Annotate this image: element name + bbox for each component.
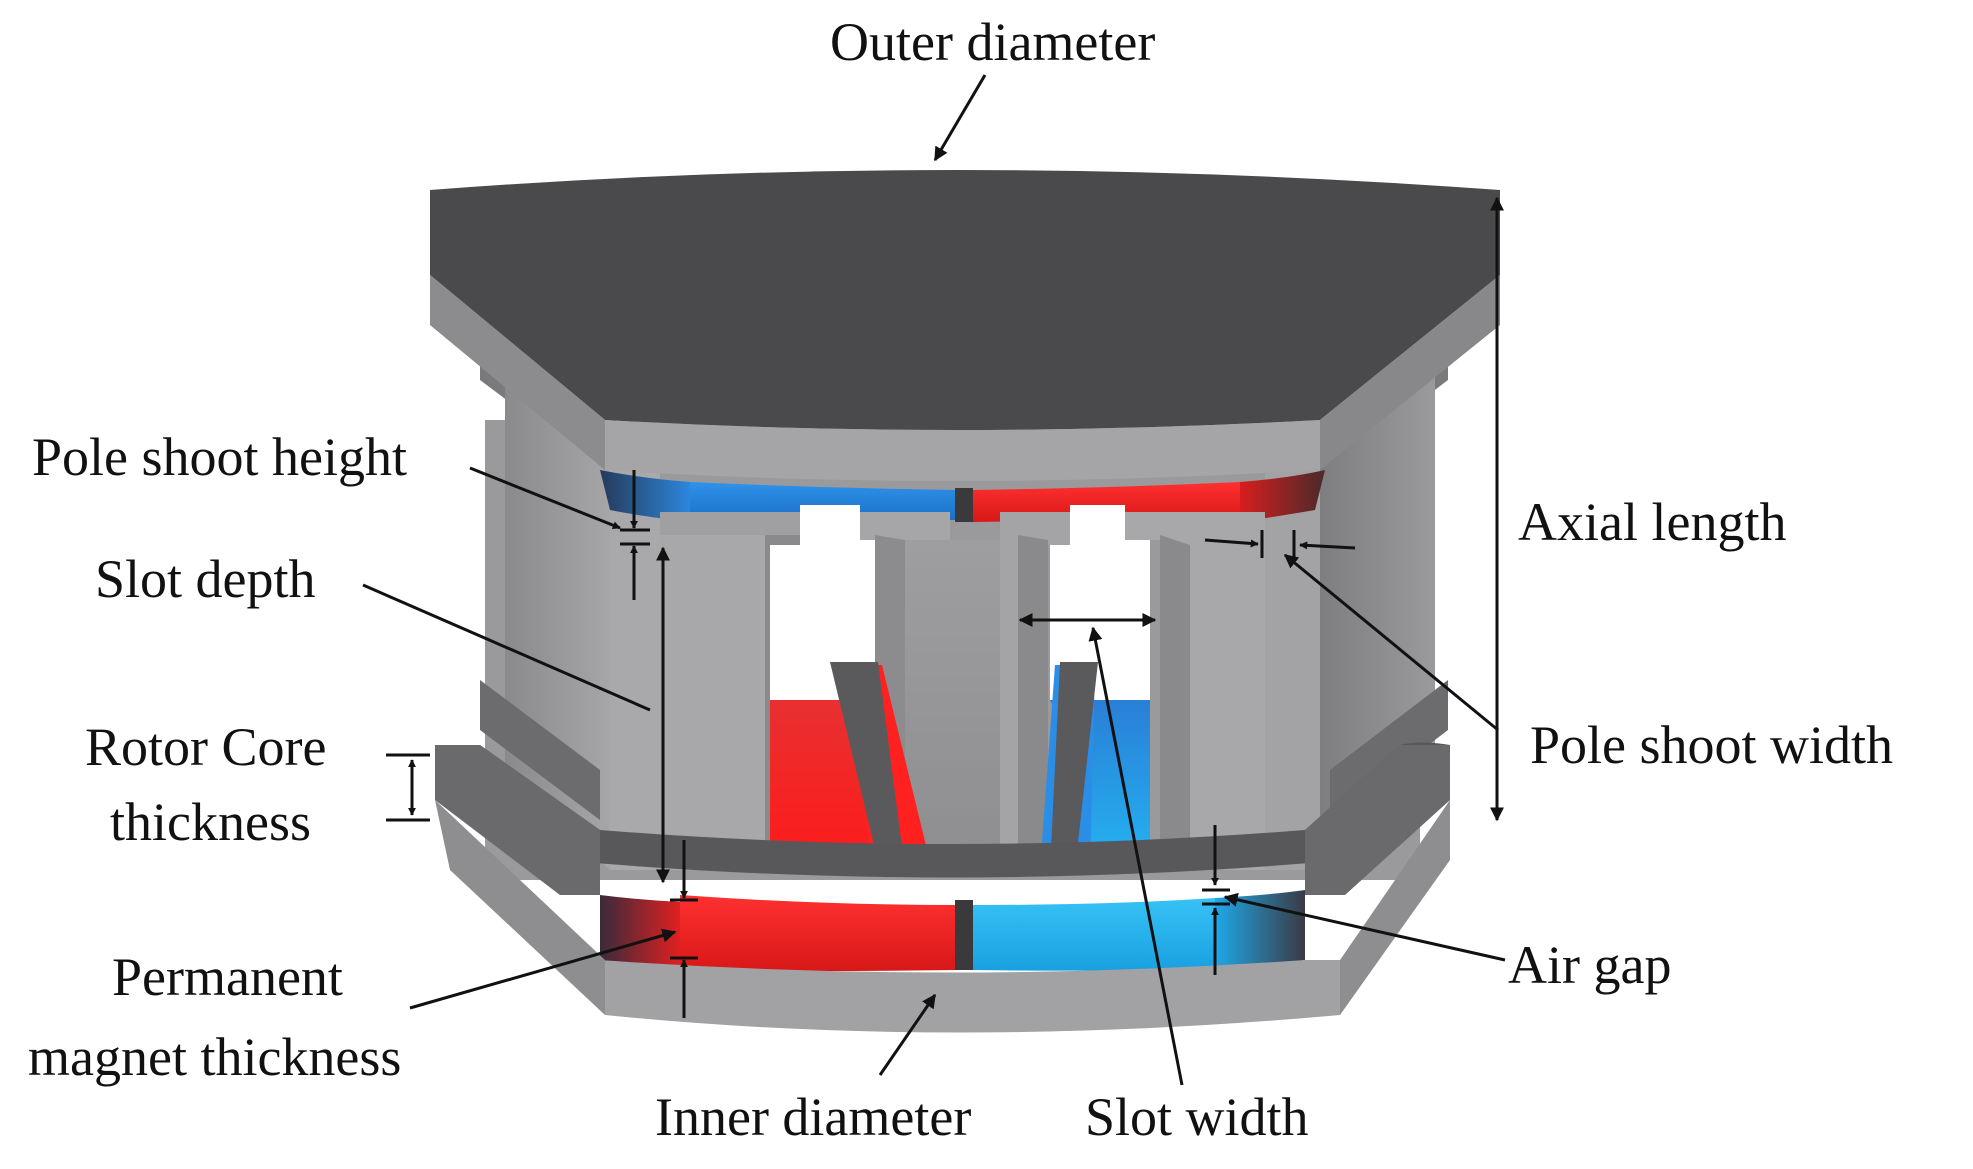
label-outer-diameter: Outer diameter <box>830 12 1155 72</box>
top-magnet-blue-fade <box>600 470 690 522</box>
pole-shoot-width-leader <box>1283 553 1499 732</box>
stator-top-surface <box>430 170 1500 430</box>
slot-1-inner-plate <box>830 662 905 870</box>
annotation-lines <box>362 74 1506 1086</box>
label-permanent-line2: magnet thickness <box>28 1027 401 1087</box>
pole-shoot-width-arrow-right <box>1299 541 1356 550</box>
inner-diameter-leader <box>878 993 937 1076</box>
label-inner-diameter: Inner diameter <box>655 1087 971 1147</box>
slot-depth-leader <box>362 583 651 712</box>
tooth-3-side <box>1018 535 1048 870</box>
rotor-front-left <box>435 800 605 1015</box>
label-axial-length: Axial length <box>1518 492 1786 552</box>
stator-top-right-side <box>1320 275 1500 470</box>
pole-shoot-height-leader <box>469 466 621 530</box>
rotor-core-left <box>435 745 600 895</box>
slot-2-inner-plate <box>1050 662 1098 870</box>
machine-model <box>430 170 1500 1033</box>
left-lamination-lower <box>480 680 600 820</box>
bottom-magnet-cyan-fade <box>1215 890 1305 968</box>
top-magnet-divider <box>955 488 973 522</box>
label-air-gap: Air gap <box>1508 935 1671 995</box>
rotor-core-right <box>1305 745 1450 895</box>
slot-1-winding-red <box>770 700 868 870</box>
tooth-1 <box>660 522 765 870</box>
stator-left-column-face <box>610 440 660 870</box>
bottom-magnet-red <box>680 895 955 971</box>
slot-1-opening <box>770 505 882 700</box>
label-pole-shoot-width: Pole shoot width <box>1530 715 1893 775</box>
label-rotor-core-line2: thickness <box>110 792 311 852</box>
tooth-center <box>905 540 1000 870</box>
labels: Outer diameter Axial length Pole shoot h… <box>28 12 1893 1147</box>
magnet-thickness-leader <box>409 928 677 1010</box>
tooth-4-side <box>1160 535 1190 870</box>
label-rotor-core-line1: Rotor Core <box>85 717 326 777</box>
bottom-magnet-red-fade <box>600 895 680 970</box>
top-magnet-red-fade <box>1240 470 1325 522</box>
pole-shoot-width-arrow-left <box>1204 538 1259 548</box>
air-gap-leader <box>1223 892 1506 962</box>
bottom-magnet-cyan <box>973 898 1215 971</box>
rotor-front-right <box>1340 800 1450 1015</box>
label-pole-shoot-height: Pole shoot height <box>32 427 407 487</box>
stator-top-left-side <box>430 275 605 470</box>
stator-top-front <box>605 420 1320 481</box>
label-permanent-line1: Permanent <box>112 947 343 1007</box>
outer-diameter-leader <box>933 74 987 162</box>
rotor-front-face <box>600 960 1340 1033</box>
slot-2-opening <box>1050 505 1150 700</box>
pole-shoe-1 <box>660 512 800 535</box>
label-slot-width: Slot width <box>1085 1087 1309 1147</box>
bottom-magnet-divider <box>955 900 973 970</box>
slot-width-leader <box>1088 626 1184 1086</box>
label-slot-depth: Slot depth <box>95 549 316 609</box>
rotor-top-surface <box>435 742 1450 878</box>
